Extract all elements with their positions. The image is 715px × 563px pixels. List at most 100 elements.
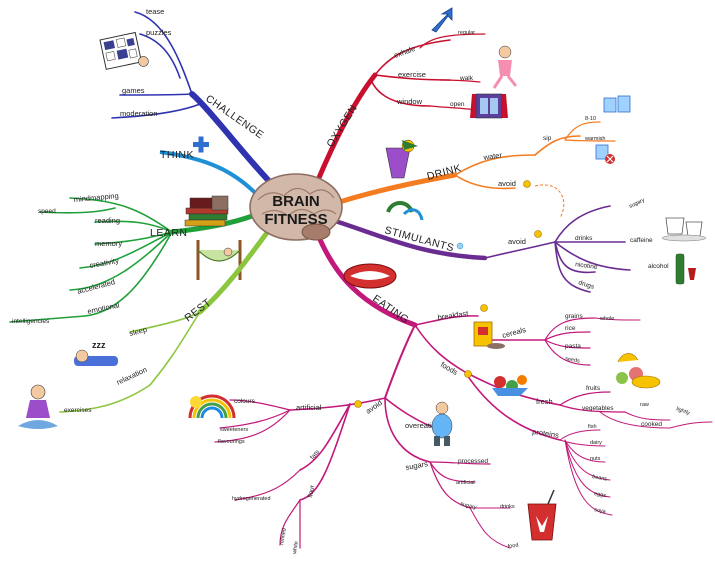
wine-bottle-icon: [675, 253, 696, 285]
eating-fats: fats: [309, 448, 322, 461]
learn-emotional: emotional: [87, 300, 121, 316]
eating-sugars: sugars: [405, 459, 429, 472]
walking-person-icon: [492, 45, 518, 89]
learn-accelerated: accelerated: [76, 277, 116, 296]
learn-memory: memory: [95, 239, 122, 248]
drink-8-10: 8-10: [585, 116, 596, 122]
eating-seeds: seeds: [565, 356, 581, 365]
learn-speed: speed: [38, 208, 56, 215]
no-ice-icon: [595, 144, 615, 164]
eating-cereals: cereals: [501, 325, 527, 340]
challenge-puzzles: puzzles: [146, 28, 172, 37]
eating-pasta: pasta: [565, 343, 581, 350]
eating-lightly: lightly: [675, 406, 691, 417]
smiley-icon: [354, 400, 362, 408]
eating-drinks: drinks: [500, 504, 515, 510]
eating-whole: whole: [599, 316, 614, 322]
rest-label: REST: [182, 296, 213, 324]
sleeping-icon: zzz: [74, 340, 118, 366]
eating-nuts: nuts: [590, 456, 601, 462]
eating-raw: raw: [640, 402, 649, 408]
brain-icon: [249, 173, 343, 241]
eating-refined: refined: [279, 528, 288, 546]
challenge-moderation: moderation: [120, 109, 158, 118]
center-title-line2: FITNESS: [264, 211, 327, 228]
stimulants-drinks: drinks: [575, 235, 593, 242]
svg-text:zzz: zzz: [92, 340, 106, 350]
eating-flavourings: flavourings: [218, 439, 245, 445]
eating-breakfast: breakfast: [437, 309, 470, 322]
learn-reading: reading: [95, 216, 120, 225]
learn-label: LEARN: [150, 227, 188, 239]
eating-avoid: avoid: [364, 398, 384, 416]
glasses-icon: [603, 95, 631, 113]
eating-artificial-sugar: artificial: [456, 480, 475, 486]
eating-overeating: overeating: [405, 421, 440, 430]
coffee-cups-icon: [661, 217, 707, 242]
learn-creativity: creativity: [89, 256, 120, 270]
eating-cooked: cooked: [641, 421, 662, 428]
eating-foods: foods: [439, 360, 460, 377]
eating-white: white: [292, 541, 300, 556]
drink-label: DRINK: [426, 162, 463, 183]
oxygen-walk: walk: [459, 75, 474, 82]
drink-avoid: avoid: [498, 179, 516, 188]
puzzle-icon: [99, 31, 149, 70]
eating-label: EATING: [370, 293, 411, 327]
branch-rest: [59, 219, 278, 413]
drink-warmish: warmish: [584, 136, 605, 142]
window-icon: [470, 93, 508, 119]
eating-food: food: [507, 543, 518, 550]
eating-beans: beans: [592, 474, 608, 483]
smiley-icon: [523, 180, 531, 188]
branch-oxygen: [315, 33, 486, 183]
eating-flour: flour: [307, 484, 316, 498]
stimulants-alcohol: alcohol: [648, 263, 669, 270]
eating-sugary: sugary: [459, 501, 477, 511]
oxygen-exercise: exercise: [398, 70, 426, 79]
dot-icon: [456, 242, 464, 250]
challenge-tease: tease: [146, 7, 164, 16]
branch-drink: [327, 121, 616, 208]
meditation-icon: [18, 384, 58, 429]
branch-eating: [214, 232, 713, 549]
oxygen-open: open: [450, 101, 465, 108]
eating-colours: colours: [234, 398, 256, 405]
eating-processed: processed: [458, 458, 488, 465]
rest-relaxation: relaxation: [115, 365, 148, 387]
mouth-icon: [343, 263, 397, 289]
eating-grains: grains: [565, 313, 583, 320]
branch-challenge: [111, 11, 271, 183]
stimulants-drugs: drugs: [577, 279, 595, 291]
hammock-icon: [196, 240, 242, 280]
stimulants-avoid: avoid: [508, 237, 526, 246]
drink-water: water: [482, 150, 503, 162]
drink-sip: sip: [543, 135, 552, 142]
magnet-icon: [386, 201, 424, 221]
eating-artificial: artificial: [296, 403, 322, 412]
oxygen-regular: regular: [458, 30, 475, 36]
eating-hydrogenerated: hydrogenerated: [232, 496, 271, 502]
books-icon: [184, 195, 229, 227]
rainbow-icon: [188, 394, 236, 419]
learn-mindmapping: mindmapping: [73, 191, 119, 204]
eating-soya: soya: [594, 507, 607, 515]
eating-eggs: eggs: [594, 491, 607, 499]
vegetables-icon: [492, 375, 528, 396]
eating-sweeteners: sweeteners: [220, 427, 248, 433]
center-title-line1: BRAIN: [272, 193, 320, 210]
stimulants-sugary: sugary: [628, 197, 646, 210]
oxygen-window: window: [396, 97, 423, 106]
smiley-icon: [464, 370, 472, 378]
smiley-icon: [480, 304, 488, 312]
arrow-up-right-icon: [431, 7, 453, 33]
eating-fruits: fruits: [586, 385, 601, 392]
eating-fish: fish: [588, 424, 597, 430]
eating-rice: rice: [565, 325, 576, 332]
oxygen-label: OXYGEN: [324, 103, 360, 150]
challenge-games: games: [122, 86, 145, 95]
learn-intelligencies: intelligencies: [12, 318, 50, 325]
cocktail-icon: [385, 139, 418, 179]
overeating-man-icon: [431, 401, 453, 446]
